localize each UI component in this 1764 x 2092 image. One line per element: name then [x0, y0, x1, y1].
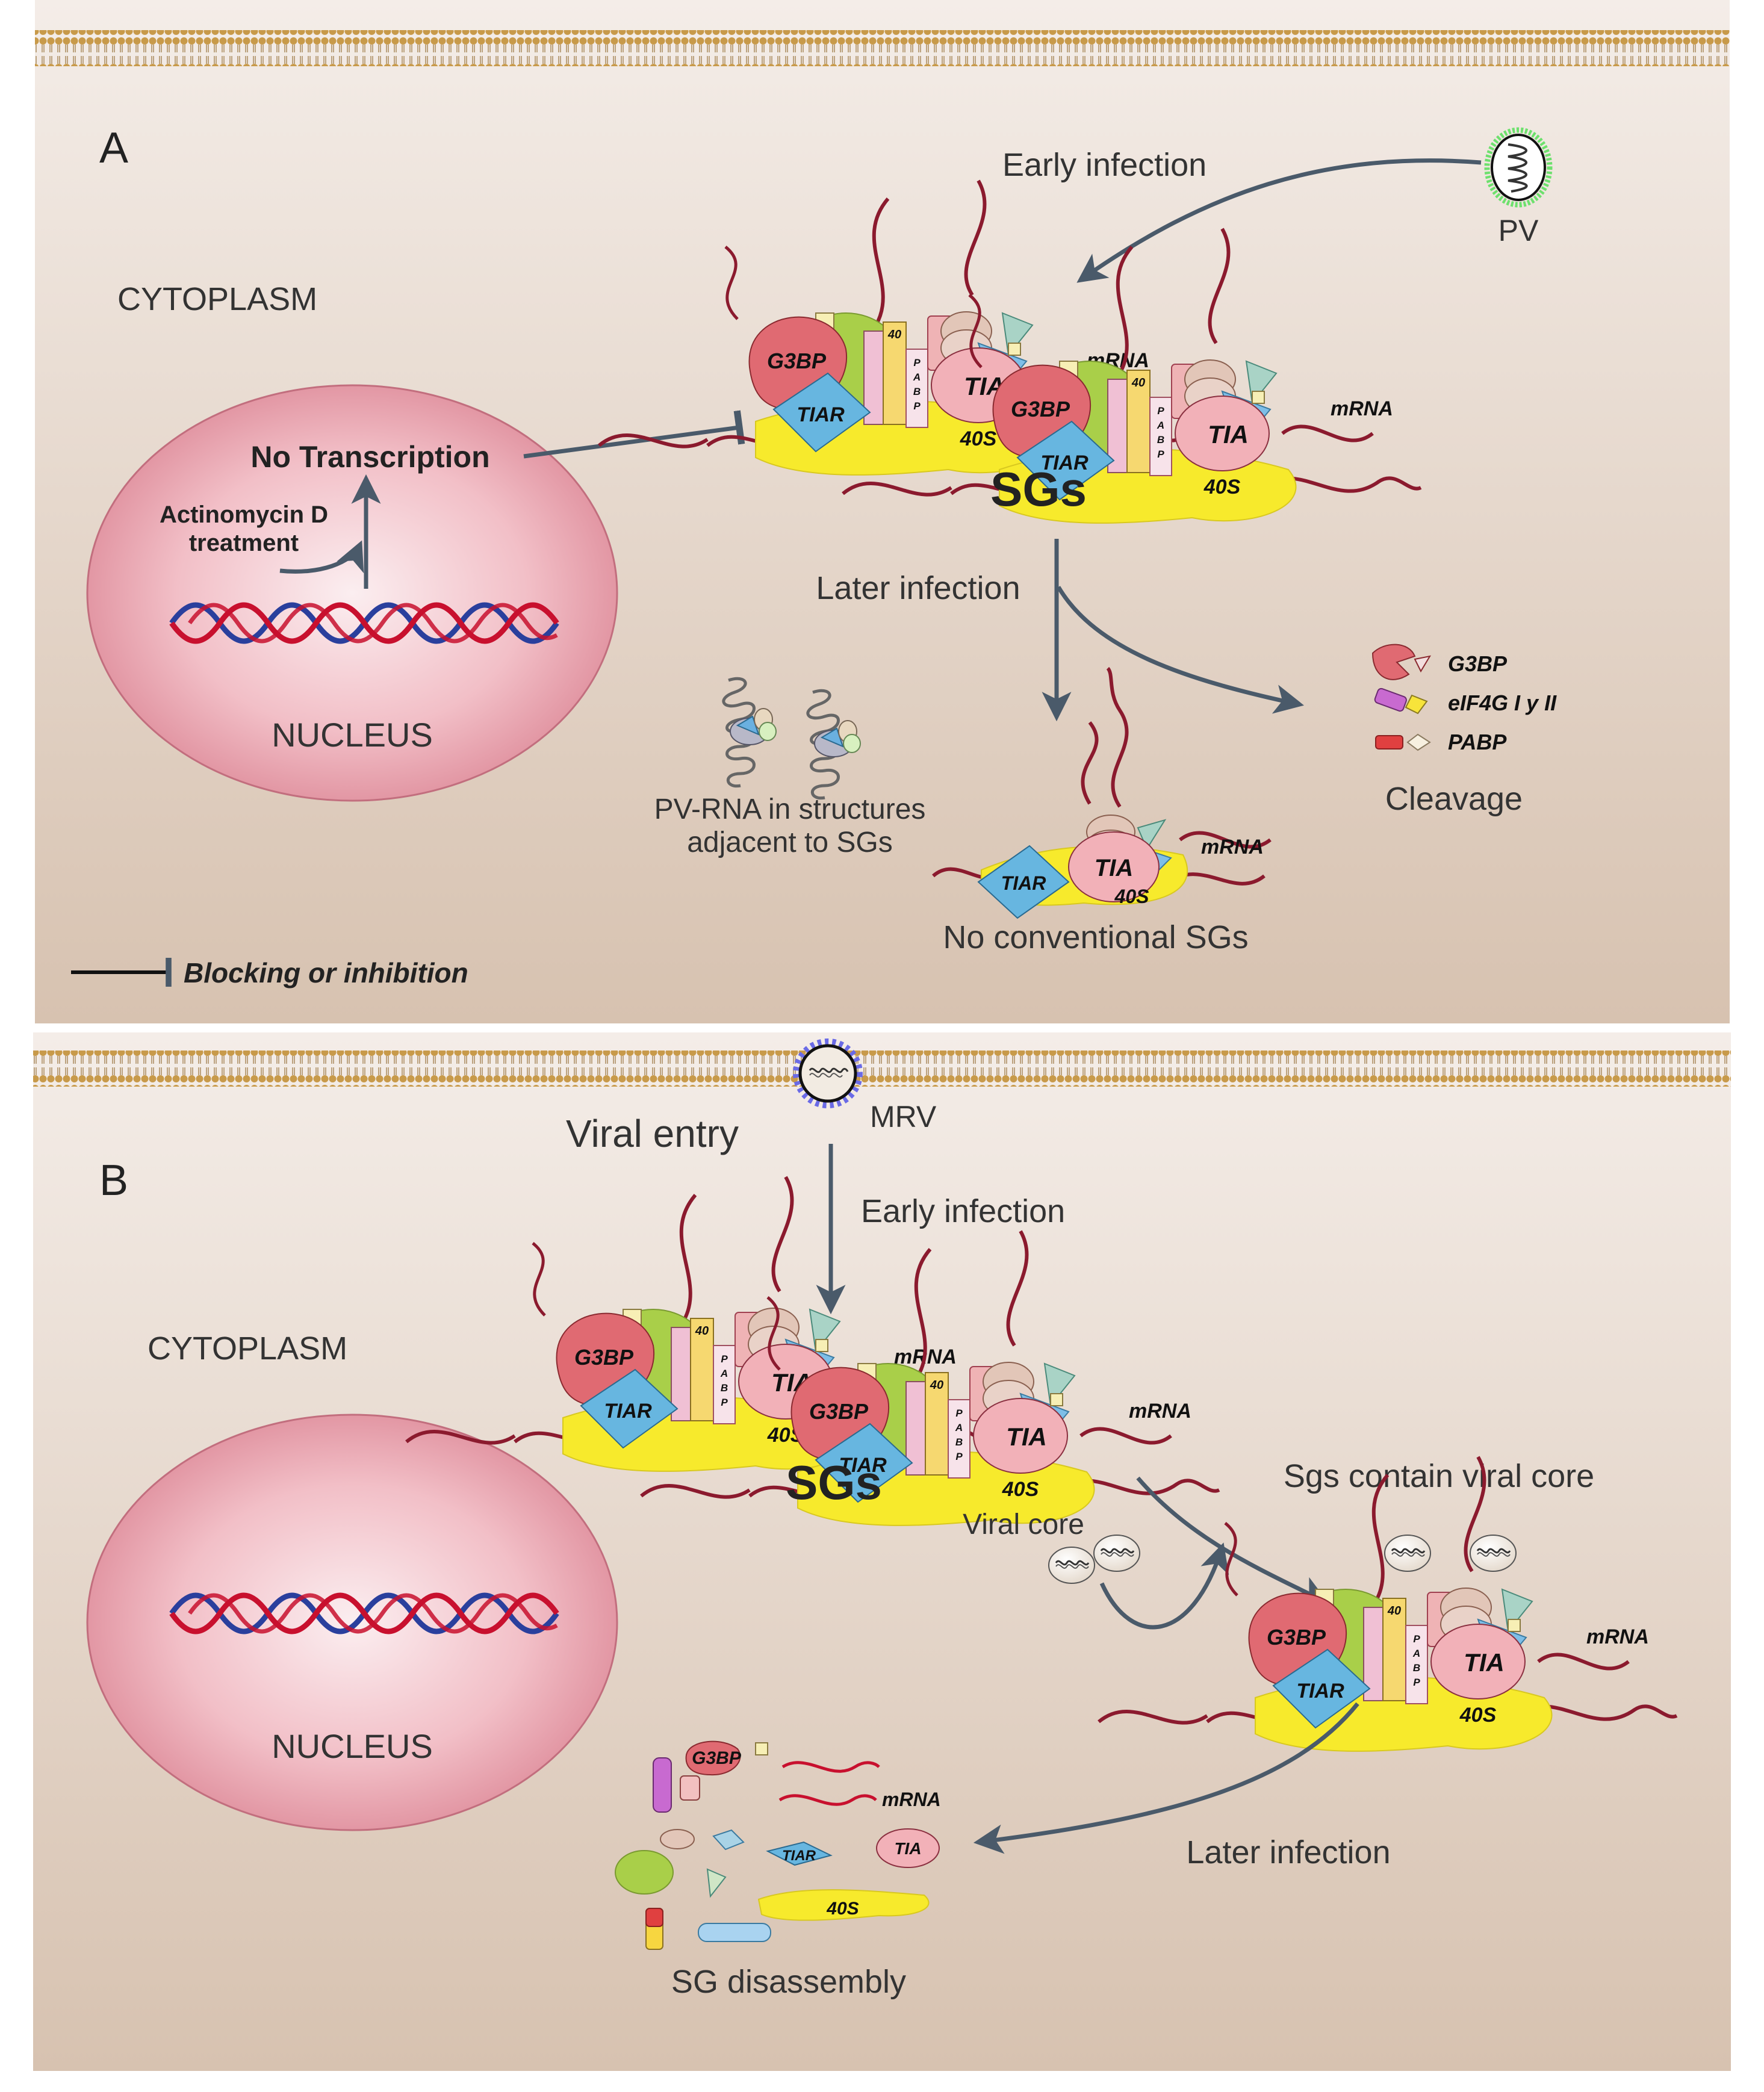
sg-to-core-granule-arrow [1136, 1476, 1329, 1604]
legend-eif4g-label: eIF4G I y II [1448, 691, 1557, 715]
panel-b-later-infection-arrow [973, 1702, 1359, 1854]
sgs-contain-viral-core-label: Sgs contain viral core [1284, 1458, 1594, 1494]
viral-core-uptake-arrow [1099, 1542, 1229, 1630]
panel-a-nucleus-label: NUCLEUS [272, 716, 433, 754]
legend-pabp-label: PABP [1448, 730, 1507, 754]
disassembly-tiar-label: TIAR [782, 1848, 816, 1864]
panel-a-nucleus [86, 384, 618, 802]
viral-entry-label: Viral entry [566, 1112, 739, 1155]
pv-virus [1484, 127, 1553, 208]
pv-rna-label-line1: PV-RNA in structures [654, 793, 926, 825]
viral-core-particle [1048, 1546, 1096, 1585]
no-conventional-sgs-label: No conventional SGs [943, 919, 1248, 955]
actinomycin-arrow [279, 540, 364, 574]
viral-core-particle [1093, 1534, 1141, 1572]
mrv-label: MRV [870, 1100, 937, 1134]
panel-a-later-infection-label: Later infection [816, 570, 1020, 606]
panel-b-later-infection-label: Later infection [1186, 1834, 1390, 1870]
cleaved-pabp-icon [1375, 733, 1431, 751]
no-conventional-sg-complex: TIAR TIA 40S mRNA [932, 666, 1272, 919]
panel-a-cytoplasm-label: CYTOPLASM [117, 281, 317, 317]
granule-viral-core [1384, 1534, 1432, 1572]
panel-b-letter: B [99, 1156, 128, 1205]
sg-disassembly-label: SG disassembly [671, 1964, 906, 2000]
viral-core-label: Viral core [963, 1509, 1084, 1541]
mrv-virus [793, 1038, 863, 1108]
treatment-label: treatment [189, 530, 299, 556]
cell-membrane-top [35, 30, 1730, 66]
later-infection-arrow-cleavage [1056, 586, 1304, 714]
panel-a-early-infection-arrow [1076, 158, 1482, 283]
cell-membrane-bottom [33, 1051, 1731, 1087]
no-transcription-label: No Transcription [250, 440, 489, 474]
no-sg-mrna-label: mRNA [1201, 836, 1264, 858]
blocking-legend-label: Blocking or inhibition [184, 957, 468, 989]
cleaved-g3bp-icon [1371, 644, 1432, 680]
cleavage-label: Cleavage [1385, 781, 1523, 817]
panel-b-cytoplasm-label: CYTOPLASM [148, 1330, 347, 1367]
panel-a-early-infection-label: Early infection [1002, 147, 1207, 183]
panel-b-nucleus [86, 1414, 618, 1831]
pv-label: PV [1498, 214, 1539, 247]
panel-a-letter: A [99, 124, 128, 172]
block-transcription-arrow [523, 410, 745, 459]
no-sg-tia-label: TIA [1095, 855, 1133, 881]
disassembled-sg-components: G3BP mRNA TIAR TIA 40S [615, 1740, 941, 1950]
panel-b-nucleus-label: NUCLEUS [272, 1727, 433, 1765]
panel-b-early-infection-label: Early infection [861, 1193, 1065, 1229]
legend-g3bp-label: G3BP [1448, 651, 1508, 676]
granule-viral-core [1469, 1534, 1517, 1572]
disassembly-mrna-label: mRNA [882, 1789, 941, 1810]
no-sg-40s-label: 40S [1114, 886, 1150, 907]
panel-a-sgs-label: SGs [990, 462, 1087, 516]
disassembly-40s-label: 40S [826, 1899, 859, 1919]
disassembly-g3bp-label: G3BP [692, 1748, 742, 1768]
cleaved-eif4g-icon [1374, 688, 1428, 715]
disassembly-tia-label: TIA [894, 1839, 921, 1858]
no-sg-tiar-label: TIAR [1001, 872, 1046, 894]
pv-rna-label-line2: adjacent to SGs [687, 827, 893, 858]
panel-b-sgs-label: SGs [786, 1456, 882, 1509]
actinomycin-label: Actinomycin D [160, 501, 328, 528]
